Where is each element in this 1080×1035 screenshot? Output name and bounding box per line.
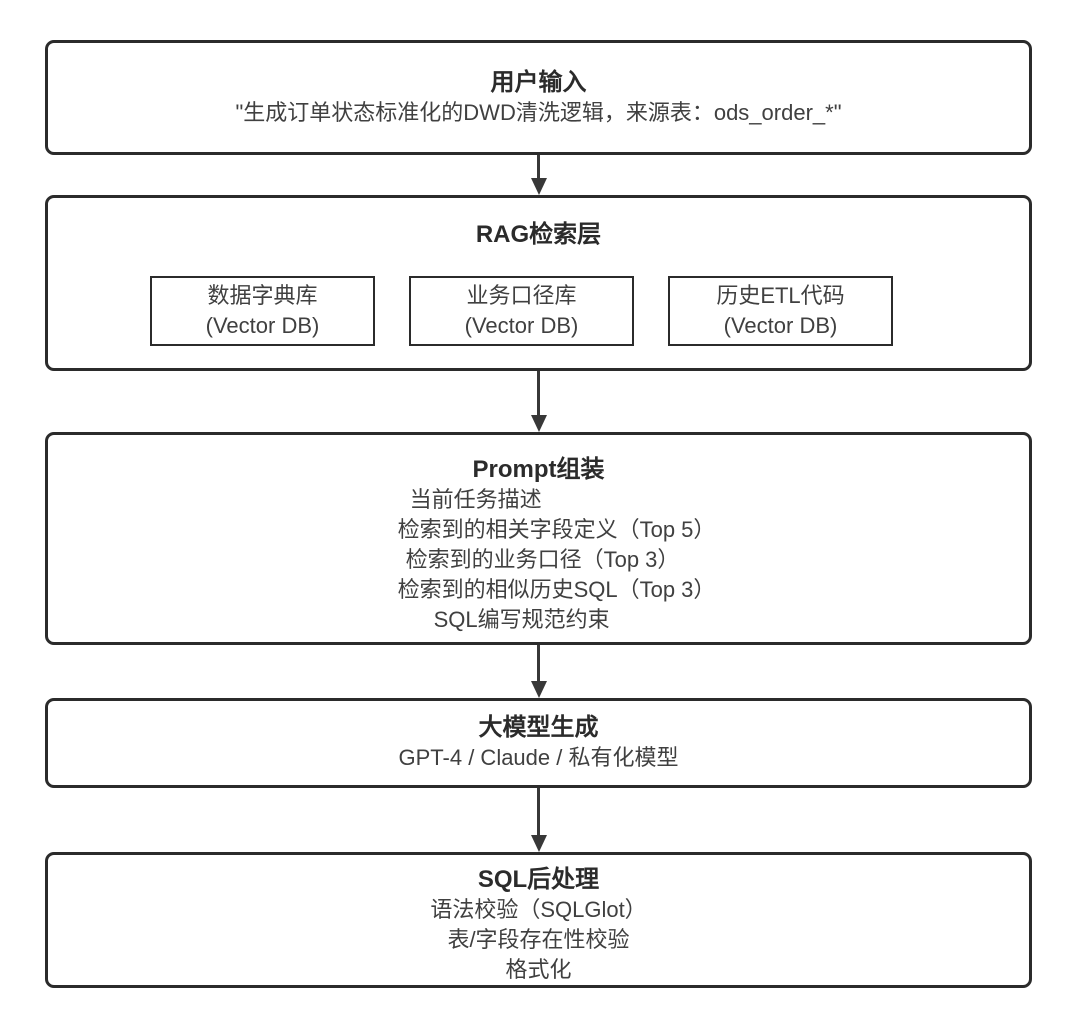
node-title: RAG检索层 <box>475 221 602 248</box>
prompt-items-list: 当前任务描述 检索到的相关字段定义（Top 5） 检索到的业务口径（Top 3）… <box>398 485 716 635</box>
flow-node-prompt-assembly: Prompt组装 当前任务描述 检索到的相关字段定义（Top 5） 检索到的业务… <box>45 432 1032 645</box>
prompt-item: 检索到的相关字段定义（Top 5） <box>397 517 716 542</box>
arrow-head-icon <box>530 415 547 432</box>
vector-db-sub: (Vector DB) <box>205 313 320 338</box>
vector-db-name: 历史ETL代码 <box>716 283 845 308</box>
postprocess-item: 语法校验（SQLGlot） <box>430 897 647 922</box>
flow-arrow <box>45 645 1032 698</box>
arrow-line <box>537 371 540 415</box>
prompt-item: 检索到的业务口径（Top 3） <box>405 547 680 572</box>
arrow-line <box>537 155 540 178</box>
flowchart-column: 用户输入 "生成订单状态标准化的DWD清洗逻辑，来源表：ods_order_*"… <box>45 40 1032 988</box>
node-title: SQL后处理 <box>477 866 600 893</box>
vector-db-name: 业务口径库 <box>466 283 577 308</box>
node-line: "生成订单状态标准化的DWD清洗逻辑，来源表：ods_order_*" <box>235 99 842 125</box>
node-title: Prompt组装 <box>472 456 605 483</box>
vector-db-row: 数据字典库 (Vector DB) 业务口径库 (Vector DB) 历史ET… <box>31 276 1012 346</box>
vector-db-box-data-dictionary: 数据字典库 (Vector DB) <box>150 276 375 346</box>
arrow-head-icon <box>530 835 547 852</box>
flow-arrow <box>45 371 1032 432</box>
node-title: 用户输入 <box>490 68 587 96</box>
flow-node-rag-retrieval-layer: RAG检索层 数据字典库 (Vector DB) 业务口径库 (Vector D… <box>45 195 1032 371</box>
prompt-item: 检索到的相似历史SQL（Top 3） <box>397 577 716 602</box>
arrow-head-icon <box>530 178 547 195</box>
arrow-line <box>537 788 540 835</box>
prompt-item: 当前任务描述 <box>409 487 542 512</box>
vector-db-name: 数据字典库 <box>207 283 318 308</box>
vector-db-sub: (Vector DB) <box>723 313 838 338</box>
flow-arrow <box>45 788 1032 852</box>
arrow-line <box>537 645 540 681</box>
postprocess-item: 表/字段存在性校验 <box>447 927 630 952</box>
postprocess-item: 格式化 <box>505 957 572 982</box>
vector-db-box-historical-etl: 历史ETL代码 (Vector DB) <box>668 276 893 346</box>
node-title: 大模型生成 <box>478 714 599 741</box>
flow-node-sql-postprocessing: SQL后处理 语法校验（SQLGlot） 表/字段存在性校验 格式化 <box>45 852 1032 988</box>
flow-arrow <box>45 155 1032 195</box>
vector-db-box-business-caliber: 业务口径库 (Vector DB) <box>409 276 634 346</box>
prompt-item: SQL编写规范约束 <box>433 607 610 632</box>
arrow-head-icon <box>530 681 547 698</box>
vector-db-sub: (Vector DB) <box>464 313 579 338</box>
flow-node-user-input: 用户输入 "生成订单状态标准化的DWD清洗逻辑，来源表：ods_order_*" <box>45 40 1032 155</box>
node-line: GPT-4 / Claude / 私有化模型 <box>398 745 679 770</box>
flow-node-llm-generation: 大模型生成 GPT-4 / Claude / 私有化模型 <box>45 698 1032 788</box>
